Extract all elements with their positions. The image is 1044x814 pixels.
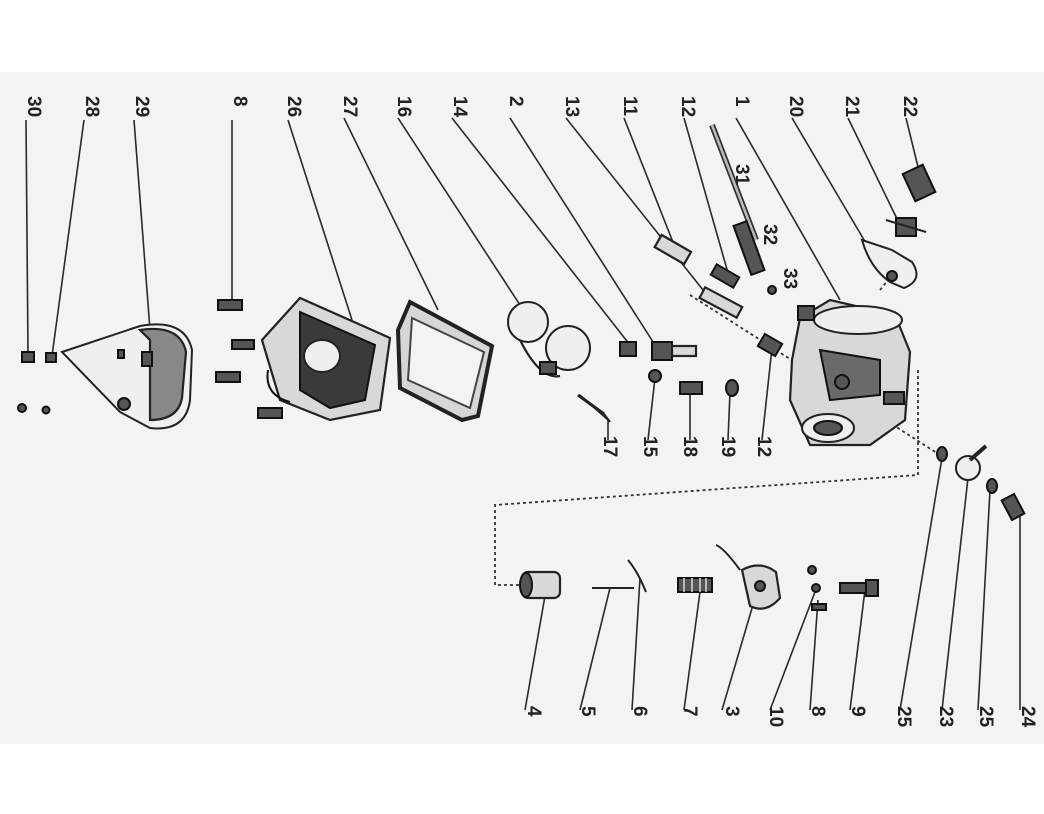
label-12-mid: 12 [753,436,774,457]
part-32-spring [732,219,766,277]
part-26-float-chamber [260,296,392,422]
label-10: 10 [765,706,786,727]
label-29: 29 [131,96,152,117]
label-2: 2 [505,96,526,107]
part-4-slide [519,570,562,600]
part-28-screw [45,352,57,363]
part-14-jet [619,341,637,357]
label-18: 18 [679,436,700,457]
label-21: 21 [841,96,862,118]
label-25-left: 25 [893,706,914,728]
label-26: 26 [283,96,304,117]
label-3: 3 [721,706,742,717]
label-23: 23 [935,706,956,727]
part-21-spring [885,217,927,237]
label-25-right: 25 [975,706,996,728]
part-2-jet-holder [651,341,698,361]
part-25-washer-b [986,478,998,494]
label-14: 14 [449,96,470,118]
part-8-screws [215,299,283,419]
part-22-screw [901,163,937,203]
part-30-screw [21,351,35,363]
label-15: 15 [639,436,660,458]
label-28: 28 [81,96,102,117]
label-8-bottom: 8 [807,706,828,717]
label-6: 6 [629,706,650,717]
part-23-banjo [955,444,988,481]
label-30: 30 [23,96,44,117]
label-7: 7 [679,706,700,717]
label-27: 27 [339,96,360,117]
part-25-washer-a [936,446,948,462]
label-24: 24 [1017,706,1038,728]
part-29-cover [60,323,194,430]
part-8-screw-bottom [811,603,827,611]
part-9-bolt [839,579,879,597]
part-6-clip [627,559,647,593]
part-33-clip [767,285,777,295]
part-12-fitting [756,332,784,358]
part-19-washer [725,379,739,397]
label-20: 20 [785,96,806,117]
leader-lines-bottom [524,457,1021,711]
part-12-spring [709,262,741,290]
label-12-top: 12 [677,96,698,117]
label-19: 19 [717,436,738,457]
part-10-screws [807,565,821,593]
part-11-screw [653,233,693,266]
part-31-choke-rod [709,123,759,242]
part-27-gasket [395,299,495,423]
leader-lines-top [25,117,921,357]
part-15-washer [648,369,662,383]
part-13-screw [698,285,744,320]
part-number-labels: 30 28 29 8 26 27 16 14 2 13 11 12 1 20 2… [23,96,1038,728]
part-24-bolt [1000,492,1026,522]
label-33: 33 [779,268,800,289]
label-5: 5 [577,706,598,717]
label-17: 17 [599,436,620,457]
loose-small-parts [17,403,51,415]
part-7-spring [677,577,713,593]
part-3-top-cap [715,544,782,610]
leader-lines-middle [579,347,773,441]
label-4: 4 [523,706,544,717]
label-13: 13 [561,96,582,117]
label-1: 1 [731,96,752,107]
part-20-lever [860,238,918,290]
label-8-top: 8 [229,96,250,107]
label-11: 11 [619,96,640,117]
part-18-jet [679,381,703,395]
label-31: 31 [731,164,752,186]
part-17-needle [577,393,611,423]
label-9: 9 [847,706,868,717]
part-16-float [507,301,591,378]
label-32: 32 [759,224,780,245]
label-22: 22 [899,96,920,117]
label-16: 16 [393,96,414,117]
part-1-carburettor-body [788,298,912,447]
